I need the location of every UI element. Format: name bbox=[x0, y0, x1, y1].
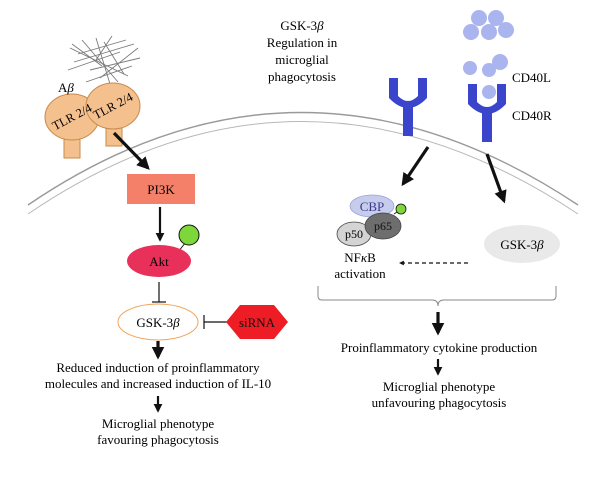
cd40r-receptor-left-icon bbox=[389, 78, 427, 136]
header-line2: Regulation in bbox=[267, 35, 338, 50]
akt-phosphate-icon bbox=[178, 224, 200, 246]
left-outcome2-line1: Microglial phenotype bbox=[102, 416, 215, 431]
cbp-phosphate-icon bbox=[395, 203, 407, 215]
left-outcome2-line2: favouring phagocytosis bbox=[97, 432, 219, 447]
gsk3b-right-label: GSK-3β bbox=[500, 237, 544, 252]
sirna-label: siRNA bbox=[239, 315, 276, 330]
akt-label: Akt bbox=[149, 254, 169, 269]
pi3k-box bbox=[127, 174, 195, 204]
right-outcome1: Proinflammatory cytokine production bbox=[341, 340, 538, 355]
bracket bbox=[317, 286, 557, 307]
nfkb-label-line1: NFκB bbox=[344, 250, 376, 265]
left-outcome1-line2: molecules and increased induction of IL-… bbox=[45, 376, 271, 391]
header-line3: microglial bbox=[275, 52, 329, 67]
cd40r-receptor-right-icon bbox=[468, 84, 506, 142]
tlr-receptor-left bbox=[44, 93, 100, 159]
cd40l-label: CD40L bbox=[512, 70, 551, 85]
cd40r-label: CD40R bbox=[512, 108, 552, 123]
tlr-receptor-right bbox=[85, 82, 141, 147]
left-outcome1-line1: Reduced induction of proinflammatory bbox=[56, 360, 260, 375]
arrow-cd40r-to-gsk bbox=[485, 153, 507, 204]
cd40l-ligand-icon bbox=[463, 10, 514, 99]
akt-ellipse bbox=[127, 245, 191, 277]
gsk3b-right-ellipse bbox=[484, 225, 560, 263]
abeta-label: Aβ bbox=[58, 80, 74, 95]
p50-label: p50 bbox=[345, 227, 363, 241]
arrow-cd40r-to-nfkb bbox=[401, 146, 430, 187]
pi3k-label: PI3K bbox=[147, 182, 175, 197]
header-line4: phagocytosis bbox=[268, 69, 336, 84]
right-outcome2-line1: Microglial phenotype bbox=[383, 379, 496, 394]
cbp-label: CBP bbox=[360, 199, 385, 214]
sirna-hexagon bbox=[226, 305, 288, 339]
nfkb-label-line2: activation bbox=[334, 266, 386, 281]
amyloid-beta-fibrils-icon bbox=[67, 35, 141, 85]
cell-membrane-outer bbox=[27, 111, 579, 206]
header-line1: GSK-3β bbox=[280, 18, 324, 33]
right-outcome2-line2: unfavouring phagocytosis bbox=[372, 395, 507, 410]
gsk3b-left-label: GSK-3β bbox=[136, 315, 180, 330]
arrow-tlr-to-pi3k bbox=[112, 131, 150, 170]
cell-membrane-inner bbox=[27, 121, 579, 215]
p65-ellipse bbox=[364, 212, 402, 240]
gsk3b-left-ellipse bbox=[117, 303, 199, 341]
p65-label: p65 bbox=[374, 219, 392, 233]
